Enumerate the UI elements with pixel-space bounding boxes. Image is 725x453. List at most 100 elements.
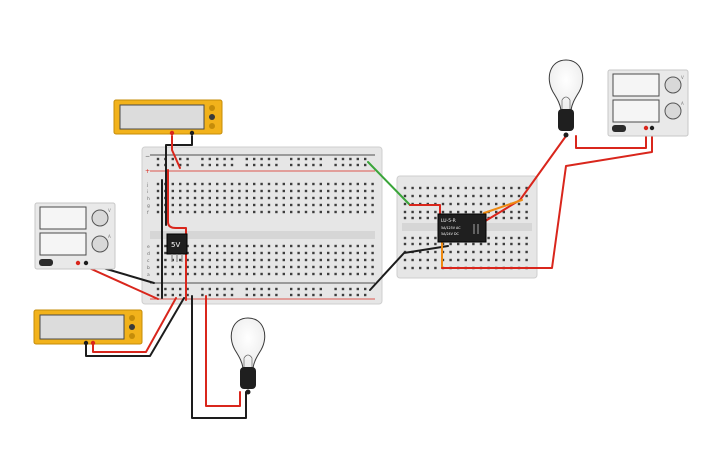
terminal-hole[interactable] bbox=[495, 258, 498, 262]
rail-hole[interactable] bbox=[319, 157, 322, 161]
terminal-hole[interactable] bbox=[341, 203, 345, 207]
rail-hole[interactable] bbox=[304, 287, 308, 291]
terminal-hole[interactable] bbox=[193, 244, 197, 248]
terminal-hole[interactable] bbox=[464, 186, 467, 190]
terminal-hole[interactable] bbox=[216, 251, 219, 255]
terminal-hole[interactable] bbox=[193, 265, 197, 269]
terminal-hole[interactable] bbox=[171, 182, 174, 186]
terminal-hole[interactable] bbox=[479, 242, 483, 246]
terminal-hole[interactable] bbox=[403, 216, 407, 220]
terminal-hole[interactable] bbox=[290, 210, 293, 214]
power-supply-left[interactable]: V A bbox=[34, 202, 116, 270]
terminal-hole[interactable] bbox=[267, 210, 271, 214]
terminal-hole[interactable] bbox=[334, 251, 337, 255]
terminal-hole[interactable] bbox=[517, 202, 521, 206]
terminal-hole[interactable] bbox=[449, 202, 452, 206]
terminal-hole[interactable] bbox=[223, 272, 226, 276]
rail-hole[interactable] bbox=[267, 157, 271, 161]
rail-hole[interactable] bbox=[267, 163, 271, 167]
terminal-hole[interactable] bbox=[275, 189, 278, 193]
terminal-hole[interactable] bbox=[267, 203, 271, 207]
rail-hole[interactable] bbox=[304, 157, 308, 161]
rail-hole[interactable] bbox=[216, 163, 219, 167]
terminal-hole[interactable] bbox=[495, 242, 498, 246]
terminal-hole[interactable] bbox=[449, 194, 452, 198]
terminal-hole[interactable] bbox=[230, 210, 234, 214]
terminal-hole[interactable] bbox=[356, 251, 359, 255]
terminal-hole[interactable] bbox=[223, 258, 226, 262]
terminal-hole[interactable] bbox=[411, 242, 414, 246]
terminal-hole[interactable] bbox=[510, 216, 513, 220]
terminal-hole[interactable] bbox=[502, 242, 505, 246]
rail-hole[interactable] bbox=[230, 157, 234, 161]
rail-hole[interactable] bbox=[319, 163, 322, 167]
terminal-hole[interactable] bbox=[457, 186, 460, 190]
terminal-hole[interactable] bbox=[487, 186, 490, 190]
terminal-hole[interactable] bbox=[327, 203, 330, 207]
terminal-hole[interactable] bbox=[319, 189, 322, 193]
terminal-hole[interactable] bbox=[216, 265, 219, 269]
terminal-hole[interactable] bbox=[290, 272, 293, 276]
rail-hole[interactable] bbox=[171, 157, 174, 161]
rail-hole[interactable] bbox=[253, 287, 256, 291]
terminal-hole[interactable] bbox=[403, 202, 407, 206]
rail-hole[interactable] bbox=[341, 293, 345, 297]
terminal-hole[interactable] bbox=[179, 265, 182, 269]
terminal-hole[interactable] bbox=[275, 272, 278, 276]
terminal-hole[interactable] bbox=[245, 251, 248, 255]
rail-hole[interactable] bbox=[156, 287, 160, 291]
terminal-hole[interactable] bbox=[403, 194, 407, 198]
rail-hole[interactable] bbox=[267, 293, 271, 297]
terminal-hole[interactable] bbox=[275, 258, 278, 262]
terminal-hole[interactable] bbox=[356, 182, 359, 186]
rail-hole[interactable] bbox=[356, 157, 359, 161]
terminal-hole[interactable] bbox=[156, 251, 160, 255]
rail-hole[interactable] bbox=[208, 287, 211, 291]
terminal-hole[interactable] bbox=[319, 203, 322, 207]
terminal-hole[interactable] bbox=[253, 189, 256, 193]
terminal-hole[interactable] bbox=[341, 189, 345, 193]
terminal-hole[interactable] bbox=[434, 216, 437, 220]
terminal-hole[interactable] bbox=[238, 265, 241, 269]
terminal-hole[interactable] bbox=[364, 189, 367, 193]
terminal-hole[interactable] bbox=[419, 258, 422, 262]
relay[interactable]: LU-5-R 5A/125V AC 5A/24V DC bbox=[437, 213, 487, 243]
terminal-hole[interactable] bbox=[238, 210, 241, 214]
terminal-hole[interactable] bbox=[510, 242, 513, 246]
terminal-hole[interactable] bbox=[253, 182, 256, 186]
terminal-hole[interactable] bbox=[304, 251, 308, 255]
terminal-hole[interactable] bbox=[426, 216, 429, 220]
terminal-hole[interactable] bbox=[164, 251, 167, 255]
terminal-hole[interactable] bbox=[411, 186, 414, 190]
terminal-hole[interactable] bbox=[290, 196, 293, 200]
terminal-hole[interactable] bbox=[502, 186, 505, 190]
terminal-hole[interactable] bbox=[238, 196, 241, 200]
terminal-hole[interactable] bbox=[312, 182, 315, 186]
rail-hole[interactable] bbox=[223, 293, 226, 297]
terminal-hole[interactable] bbox=[297, 210, 300, 214]
rail-hole[interactable] bbox=[201, 287, 204, 291]
terminal-hole[interactable] bbox=[472, 210, 475, 214]
terminal-hole[interactable] bbox=[304, 258, 308, 262]
terminal-hole[interactable] bbox=[201, 272, 204, 276]
terminal-hole[interactable] bbox=[464, 242, 467, 246]
terminal-hole[interactable] bbox=[179, 196, 182, 200]
terminal-hole[interactable] bbox=[419, 236, 422, 240]
rail-hole[interactable] bbox=[290, 163, 293, 167]
rail-hole[interactable] bbox=[179, 157, 182, 161]
terminal-hole[interactable] bbox=[253, 265, 256, 269]
terminal-hole[interactable] bbox=[201, 210, 204, 214]
terminal-hole[interactable] bbox=[156, 203, 160, 207]
terminal-hole[interactable] bbox=[230, 244, 234, 248]
terminal-hole[interactable] bbox=[434, 242, 437, 246]
terminal-hole[interactable] bbox=[193, 210, 197, 214]
rail-hole[interactable] bbox=[245, 287, 248, 291]
terminal-hole[interactable] bbox=[319, 272, 322, 276]
terminal-hole[interactable] bbox=[275, 244, 278, 248]
terminal-hole[interactable] bbox=[441, 210, 445, 214]
terminal-hole[interactable] bbox=[510, 194, 513, 198]
rail-hole[interactable] bbox=[304, 163, 308, 167]
terminal-hole[interactable] bbox=[260, 210, 263, 214]
terminal-hole[interactable] bbox=[186, 258, 189, 262]
rail-hole[interactable] bbox=[349, 287, 352, 291]
